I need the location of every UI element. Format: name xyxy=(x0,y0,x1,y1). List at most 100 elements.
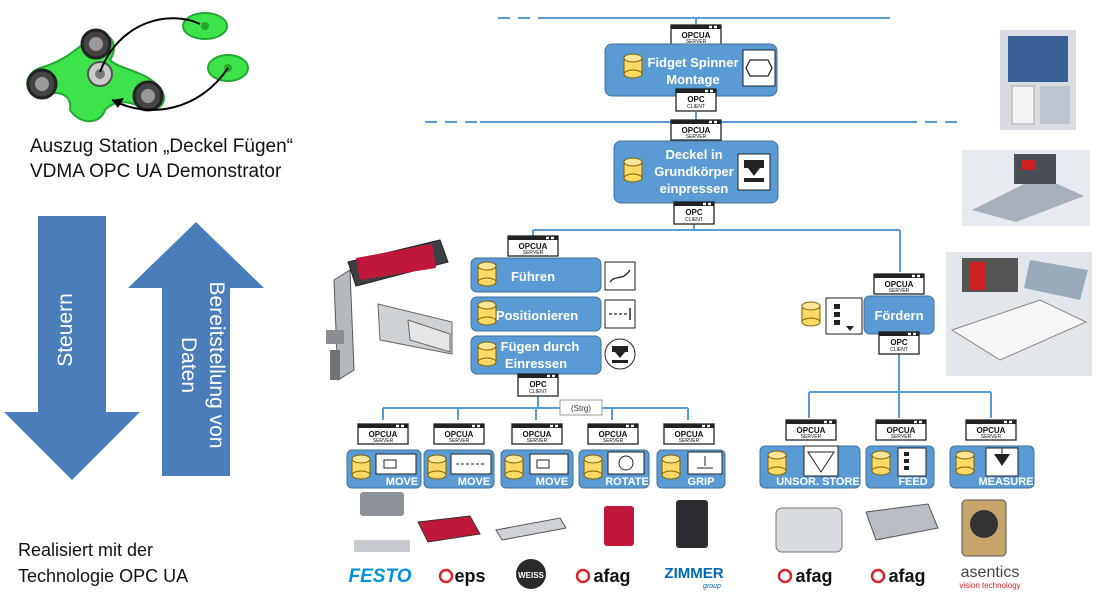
left-panel-graphics: Steuern Bereitstellung von Daten xyxy=(4,12,264,480)
device-label: ROTATE xyxy=(605,476,649,488)
afag-logo-icon xyxy=(777,568,793,584)
opc-server-logo: OPCUA xyxy=(797,426,826,435)
opc-server-text: SERVER xyxy=(891,434,912,440)
node-deckel-line1: Deckel in xyxy=(665,147,722,162)
opc-server-text: SERVER xyxy=(373,438,394,444)
opc-server-text: SERVER xyxy=(801,434,822,440)
opc-client-logo: OPC xyxy=(890,338,908,347)
opc-client-text: CLIENT xyxy=(687,104,705,110)
node-top-line1: Fidget Spinner xyxy=(648,55,739,70)
product-photos xyxy=(354,492,1007,557)
opc-server-text: SERVER xyxy=(981,434,1002,440)
fidget-spinner-icon xyxy=(26,28,165,123)
machine-photo-2 xyxy=(962,150,1090,226)
opc-client-logo: OPC xyxy=(687,95,705,104)
node-fidget-spinner-montage: Fidget Spinner Montage xyxy=(604,24,778,112)
footer-caption: Realisiert mit der Technologie OPC UA xyxy=(18,537,188,589)
brand-zimmer: ZIMMER xyxy=(664,565,723,582)
arrow-up-label-line1: Bereitstellung von xyxy=(205,282,228,449)
node-fuegen-line2: Einressen xyxy=(505,356,567,371)
opc-server-logo: OPCUA xyxy=(682,126,711,135)
opc-server-logo: OPCUA xyxy=(519,242,548,251)
brand-weiss: WEISS xyxy=(518,571,544,580)
opc-client-text: CLIENT xyxy=(529,389,547,395)
device-unsor-store: UNSOR. STORE xyxy=(759,419,861,489)
node-fuehren: Führen xyxy=(511,269,555,284)
brand-afag-1: afag xyxy=(593,566,630,586)
device-move-1: MOVE xyxy=(346,423,422,489)
node-positionieren: Positionieren xyxy=(496,308,578,323)
node-fuegen-line1: Fügen durch xyxy=(501,339,580,354)
opc-server-text: SERVER xyxy=(889,288,910,294)
footer-line2: Technologie OPC UA xyxy=(18,566,189,586)
brand-festo: FESTO xyxy=(349,566,412,587)
device-label: MOVE xyxy=(536,476,568,488)
station-caption: Auszug Station „Deckel Fügen“ VDMA OPC U… xyxy=(30,134,293,184)
opc-server-logo: OPCUA xyxy=(682,31,711,40)
brand-zimmer-sub: group xyxy=(703,583,721,590)
opc-server-logo: OPCUA xyxy=(445,430,474,439)
node-top-line2: Montage xyxy=(666,72,719,87)
opc-server-logo: OPCUA xyxy=(599,430,628,439)
brand-asentics: asentics xyxy=(961,564,1020,581)
opc-server-logo: OPCUA xyxy=(523,430,552,439)
device-measure: MEASURE xyxy=(949,419,1035,489)
device-label: FEED xyxy=(898,476,927,488)
brand-eps: eps xyxy=(454,566,485,586)
opc-server-text: SERVER xyxy=(686,134,707,140)
device-move-3: MOVE xyxy=(500,423,574,489)
node-deckel-line2: Grundkörper xyxy=(654,164,733,179)
opc-server-text: SERVER xyxy=(449,438,470,444)
opc-client-text: CLIENT xyxy=(890,347,908,353)
node-foerdern-label: Fördern xyxy=(874,308,923,323)
join-symbol-icon xyxy=(612,346,628,352)
node-left-station: Führen Positionieren Fügen durch Einress… xyxy=(470,235,636,397)
opc-server-logo: OPCUA xyxy=(885,280,914,289)
control-arrow-down-icon xyxy=(4,216,140,480)
opc-server-logo: OPCUA xyxy=(977,426,1006,435)
station-caption-line2: VDMA OPC UA Demonstrator xyxy=(30,161,282,182)
brand-afag-2: afag xyxy=(795,566,832,586)
brand-afag-3: afag xyxy=(888,566,925,586)
opc-server-logo: OPCUA xyxy=(675,430,704,439)
opc-server-logo: OPCUA xyxy=(369,430,398,439)
device-label: MOVE xyxy=(458,476,490,488)
arrow-up-label-line2: Daten xyxy=(177,337,200,393)
device-move-2: MOVE xyxy=(423,423,495,489)
opc-client-logo: OPC xyxy=(685,208,703,217)
gantry-drawing xyxy=(326,239,453,381)
brand-asentics-sub: vision technology xyxy=(959,581,1020,590)
node-deckel-einpressen: Deckel in Grundkörper einpressen xyxy=(613,119,779,225)
node-deckel-line3: einpressen xyxy=(660,181,729,196)
opc-client-text: CLIENT xyxy=(685,217,703,223)
machine-photo-3 xyxy=(946,252,1092,376)
opc-server-text: SERVER xyxy=(523,250,544,256)
device-label: MEASURE xyxy=(978,476,1033,488)
footer-line1: Realisiert mit der xyxy=(18,540,154,560)
machine-photo-1 xyxy=(1000,30,1076,130)
device-feed: FEED xyxy=(865,419,935,489)
afag-logo-icon xyxy=(870,568,886,584)
afag-logo-icon xyxy=(575,568,591,584)
opc-server-text: SERVER xyxy=(686,39,707,45)
press-symbol-icon xyxy=(744,160,764,168)
node-foerdern: Fördern xyxy=(801,273,935,355)
station-caption-line1: Auszug Station „Deckel Fügen“ xyxy=(30,136,293,157)
eps-logo-icon xyxy=(438,568,454,584)
device-grip: GRIP xyxy=(656,423,726,489)
opc-server-text: SERVER xyxy=(603,438,624,444)
motion-arrow-icon xyxy=(99,17,201,73)
device-label: GRIP xyxy=(688,476,715,488)
opc-server-text: SERVER xyxy=(679,438,700,444)
arrow-down-label: Steuern xyxy=(54,293,77,367)
paste-tag-label: (Strg) xyxy=(571,404,591,413)
device-row: MOVE MOVE MOVE ROTATE xyxy=(346,419,1035,489)
device-rotate: ROTATE xyxy=(578,423,650,489)
opc-server-logo: OPCUA xyxy=(887,426,916,435)
brand-logos: FESTO eps WEISS afag ZIMMER group afag a… xyxy=(349,559,1021,590)
paste-options-tag[interactable]: (Strg) xyxy=(559,399,603,416)
guide-symbol-icon xyxy=(609,269,631,283)
data-arrow-up-icon xyxy=(128,222,264,476)
device-label: MOVE xyxy=(386,476,418,488)
